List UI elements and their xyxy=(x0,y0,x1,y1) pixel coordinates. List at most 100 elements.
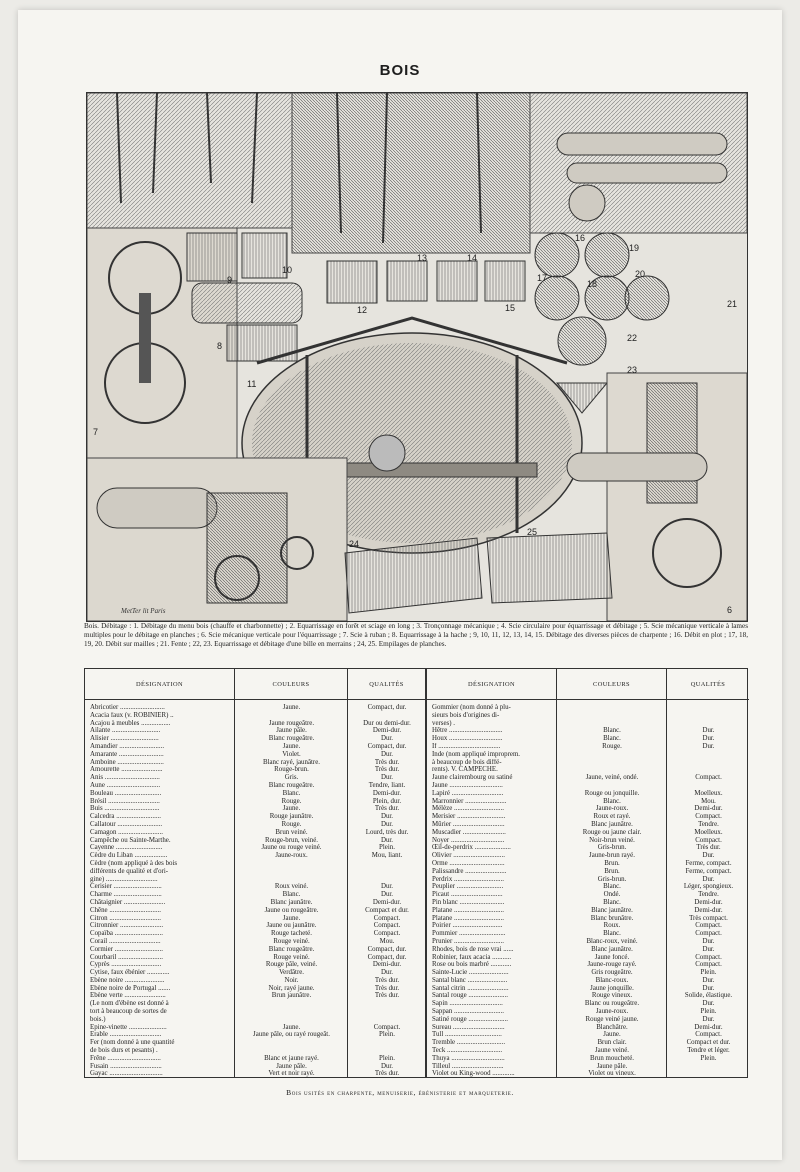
quality-cell: Dur. xyxy=(380,735,394,743)
quality-cell: Dur. xyxy=(380,1062,394,1070)
quality-cell: Compact. xyxy=(695,953,722,961)
quality-cell: Demi-dur. xyxy=(694,898,723,906)
quality-cell: Compact. xyxy=(373,914,401,922)
quality-cell: Dur. xyxy=(702,1015,715,1023)
color-cell: Blanchâtre. xyxy=(596,1023,628,1031)
designation-cell: sieurs bois d'origines di- xyxy=(432,711,500,719)
quality-cell xyxy=(353,712,421,720)
designation-cell: Marronnier ........................ xyxy=(432,797,507,805)
quality-cell: Dur ou demi-dur. xyxy=(363,719,411,727)
color-cell xyxy=(562,751,662,759)
designation-cell: Picaut .............................. xyxy=(432,891,503,899)
quality-cell: Compact. xyxy=(695,961,722,969)
color-cell: Verdâtre. xyxy=(278,969,305,977)
designation-cell: Chêne .............................. xyxy=(90,906,162,914)
quality-cell: Compact. xyxy=(373,922,401,930)
color-cell: Gris-brun. xyxy=(597,844,627,852)
quality-cell: Dur. xyxy=(380,836,394,844)
color-cell: Rouge jaunâtre. xyxy=(269,813,314,821)
color-cell: Jaune-roux. xyxy=(595,805,629,813)
color-cell xyxy=(240,712,343,720)
quality-cell: Dur. xyxy=(380,891,394,899)
color-cell: Noir-brun veiné. xyxy=(589,836,635,844)
quality-cell: Demi-dur. xyxy=(694,1023,723,1031)
quality-cell: Demi-dur. xyxy=(372,727,402,735)
color-cell: Rouge ou jonquille. xyxy=(584,789,640,797)
figure-label-13: 13 xyxy=(417,253,428,263)
quality-cell: Plein. xyxy=(700,1008,717,1016)
color-cell: Blanc ou rougeâtre. xyxy=(584,1000,640,1008)
designation-cell: Robinier, faux acacia ........... xyxy=(432,953,512,961)
color-cell: Rouge ou jaune clair. xyxy=(582,828,642,836)
quality-cell xyxy=(353,1039,421,1047)
color-cell xyxy=(562,704,662,712)
quality-cell: Moelleux. xyxy=(694,789,723,797)
color-cell xyxy=(562,712,662,720)
quality-cell xyxy=(353,868,421,876)
color-cell: Blanc rougeâtre. xyxy=(268,945,315,953)
designation-cell: Noyer ............................... xyxy=(432,836,505,844)
color-cell: Jaune jonquille. xyxy=(590,984,634,992)
quality-cell: Demi-dur. xyxy=(694,805,723,813)
designation-cell: Ébène noire ....................... xyxy=(90,976,165,984)
color-cell: Blanc jaunâtre. xyxy=(591,945,633,953)
color-cell: Jaune pâle. xyxy=(276,1062,307,1070)
designation-cell: Sapin ............................... xyxy=(432,1000,503,1008)
designation-cell: Cerisier ............................ xyxy=(90,883,162,891)
color-cell: Blanc jaunâtre. xyxy=(270,898,313,906)
quality-cell: Mou, liant. xyxy=(371,852,403,860)
designation-cell: Cyprès ............................. xyxy=(90,961,162,969)
color-cell: Jaune pâle. xyxy=(596,1062,628,1070)
quality-cell: Très dur. xyxy=(696,844,721,852)
designation-cell: Tull ................................. xyxy=(432,1031,502,1039)
quality-cell: Moelleux. xyxy=(694,828,723,836)
color-cell: Noir. xyxy=(284,976,299,984)
designation-cell: Bouleau ........................... xyxy=(90,789,162,797)
designation-cell: Mûrier .............................. xyxy=(432,820,505,828)
color-cell xyxy=(562,759,662,767)
designation-cell: Buis ................................ xyxy=(90,805,160,813)
color-cell: Roux. xyxy=(603,922,621,930)
color-cell: Jaune-roux. xyxy=(595,1008,629,1016)
quality-cell: Dur. xyxy=(380,883,394,891)
right-designation-column: Désignation Gommier (nom donné à plu- si… xyxy=(427,669,557,1077)
engraver-signature: MetTer lit Paris xyxy=(121,607,166,615)
designation-cell: Santal citrin ........................ xyxy=(432,984,509,992)
color-cell: Blanc. xyxy=(603,898,621,906)
color-cell xyxy=(240,1008,343,1016)
designation-cell: Inde (nom appliqué improprem. xyxy=(432,750,521,758)
quality-cell: Mou. xyxy=(701,797,716,805)
designation-cell: Cormier ............................ xyxy=(90,945,163,953)
designation-cell: Cèdre (nom appliqué à des bois xyxy=(90,859,178,867)
color-cell xyxy=(240,1016,343,1024)
figure-label-23: 23 xyxy=(627,365,638,375)
designation-cell: Œil-de-perdrix ..................... xyxy=(432,844,511,852)
quality-cell: Tendre, liant. xyxy=(368,781,406,789)
quality-cell xyxy=(672,1070,745,1078)
quality-cell: Très dur. xyxy=(374,1070,400,1078)
color-cell xyxy=(240,1000,343,1008)
quality-cell xyxy=(353,1047,421,1055)
designation-cell: Abricotier .......................... xyxy=(90,704,165,711)
designation-cell: Érable .............................. xyxy=(90,1031,162,1039)
figure-label-24: 24 xyxy=(349,539,360,549)
quality-cell xyxy=(353,1000,421,1008)
color-cell: Jaune foncé. xyxy=(594,953,630,961)
quality-cell: Dur. xyxy=(702,875,715,883)
color-cell xyxy=(562,766,662,774)
quality-cell: Compact. xyxy=(695,922,722,930)
quality-cell: Compact, dur. xyxy=(367,742,407,750)
designation-cell: tort à beaucoup de sortes de xyxy=(90,1008,167,1016)
page-title: BOIS xyxy=(379,62,421,79)
figure-label-15: 15 xyxy=(505,303,516,313)
color-cell: Rouge. xyxy=(281,797,302,805)
designation-cell: Ébène verte ........................ xyxy=(90,992,166,1000)
color-cell xyxy=(240,1047,343,1055)
color-cell: Blanc-roux. xyxy=(595,976,629,984)
designation-cell: Châtaignier ........................ xyxy=(90,898,166,906)
color-cell: Violet ou vineux. xyxy=(588,1070,636,1078)
color-cell: Blanc-roux, veiné. xyxy=(586,937,638,945)
figure-label-21: 21 xyxy=(727,299,738,309)
quality-cell xyxy=(672,751,745,759)
quality-cell: Demi-dur. xyxy=(372,898,402,906)
